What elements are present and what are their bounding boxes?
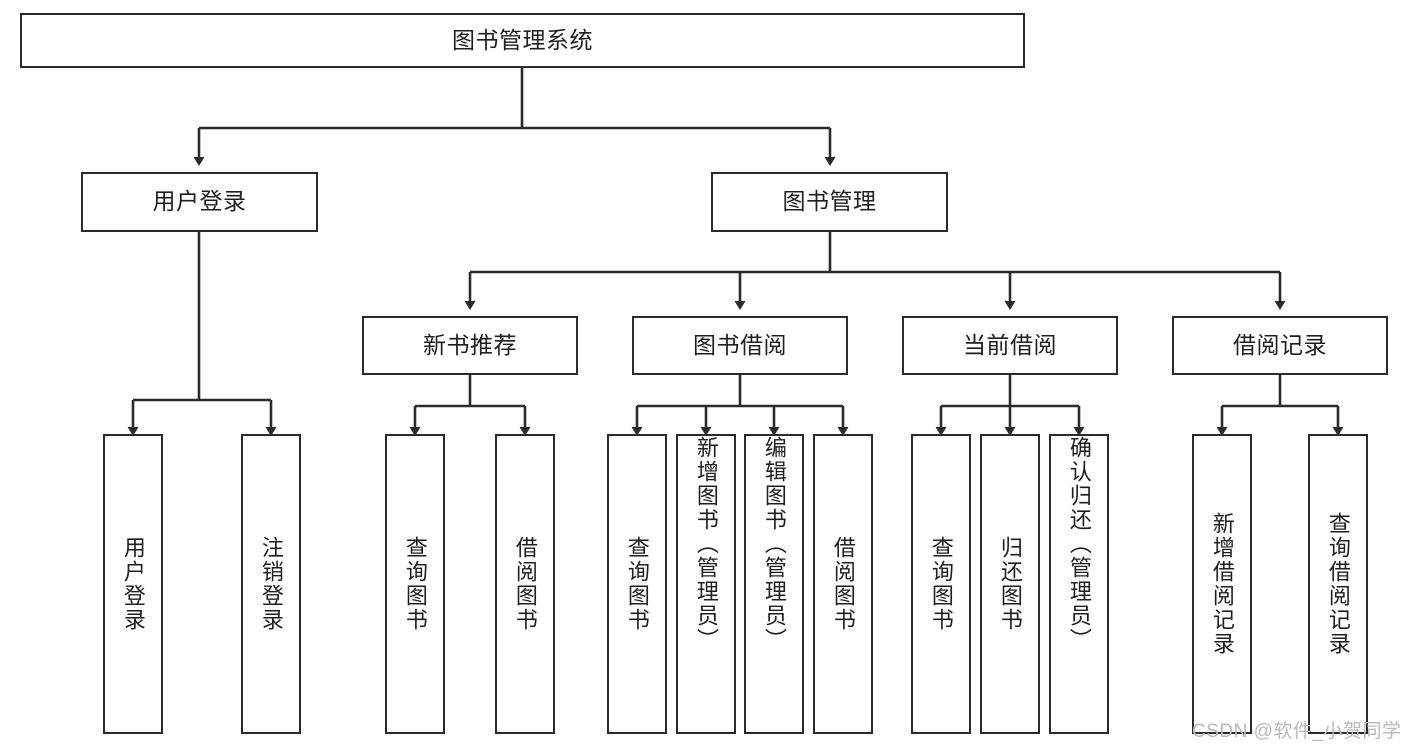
node-leaf-query-book-3-label: 查询图书 <box>928 536 954 632</box>
node-leaf-user-login[interactable]: 用户登录 <box>103 434 163 734</box>
node-leaf-borrow-book-1-label: 借阅图书 <box>512 536 538 632</box>
node-borrow-record-label: 借阅记录 <box>1233 331 1327 358</box>
node-leaf-borrow-book-2[interactable]: 借阅图书 <box>813 434 873 734</box>
node-book-borrow[interactable]: 图书借阅 <box>632 316 848 375</box>
node-root[interactable]: 图书管理系统 <box>20 13 1025 68</box>
node-leaf-logout-login[interactable]: 注销登录 <box>241 434 301 734</box>
node-current-borrow[interactable]: 当前借阅 <box>902 316 1118 375</box>
node-new-book-recommend-label: 新书推荐 <box>423 331 517 358</box>
node-user-login-label: 用户登录 <box>152 188 247 215</box>
node-leaf-query-record[interactable]: 查询借阅记录 <box>1308 434 1368 734</box>
node-leaf-borrow-book-1[interactable]: 借阅图书 <box>495 434 555 734</box>
node-leaf-confirm-return[interactable]: 确认归还（管理员） <box>1049 434 1109 734</box>
node-book-manage-label: 图书管理 <box>782 188 877 215</box>
node-leaf-add-record-label: 新增借阅记录 <box>1209 512 1235 656</box>
node-leaf-edit-book-label: 编辑图书（管理员） <box>761 436 787 652</box>
node-leaf-add-book[interactable]: 新增图书（管理员） <box>676 434 736 734</box>
node-leaf-borrow-book-2-label: 借阅图书 <box>830 536 856 632</box>
node-leaf-query-book-3[interactable]: 查询图书 <box>911 434 971 734</box>
node-leaf-add-record[interactable]: 新增借阅记录 <box>1192 434 1252 734</box>
node-leaf-query-book-2[interactable]: 查询图书 <box>607 434 667 734</box>
node-current-borrow-label: 当前借阅 <box>963 331 1057 358</box>
node-root-label: 图书管理系统 <box>452 26 593 53</box>
node-leaf-query-record-label: 查询借阅记录 <box>1325 512 1351 656</box>
node-book-manage[interactable]: 图书管理 <box>711 172 948 232</box>
watermark: CSDN @软件_小贺同学 <box>1192 721 1402 742</box>
node-leaf-add-book-label: 新增图书（管理员） <box>693 436 719 652</box>
node-leaf-query-book-1[interactable]: 查询图书 <box>385 434 445 734</box>
node-new-book-recommend[interactable]: 新书推荐 <box>362 316 578 375</box>
node-leaf-edit-book[interactable]: 编辑图书（管理员） <box>744 434 804 734</box>
node-leaf-return-book-label: 归还图书 <box>997 536 1023 632</box>
node-book-borrow-label: 图书借阅 <box>693 331 787 358</box>
node-leaf-user-login-label: 用户登录 <box>120 536 146 632</box>
node-leaf-confirm-return-label: 确认归还（管理员） <box>1066 436 1092 652</box>
node-leaf-return-book[interactable]: 归还图书 <box>980 434 1040 734</box>
node-borrow-record[interactable]: 借阅记录 <box>1172 316 1388 375</box>
node-leaf-query-book-1-label: 查询图书 <box>402 536 428 632</box>
node-leaf-logout-login-label: 注销登录 <box>258 536 284 632</box>
node-leaf-query-book-2-label: 查询图书 <box>624 536 650 632</box>
node-user-login[interactable]: 用户登录 <box>81 172 318 232</box>
